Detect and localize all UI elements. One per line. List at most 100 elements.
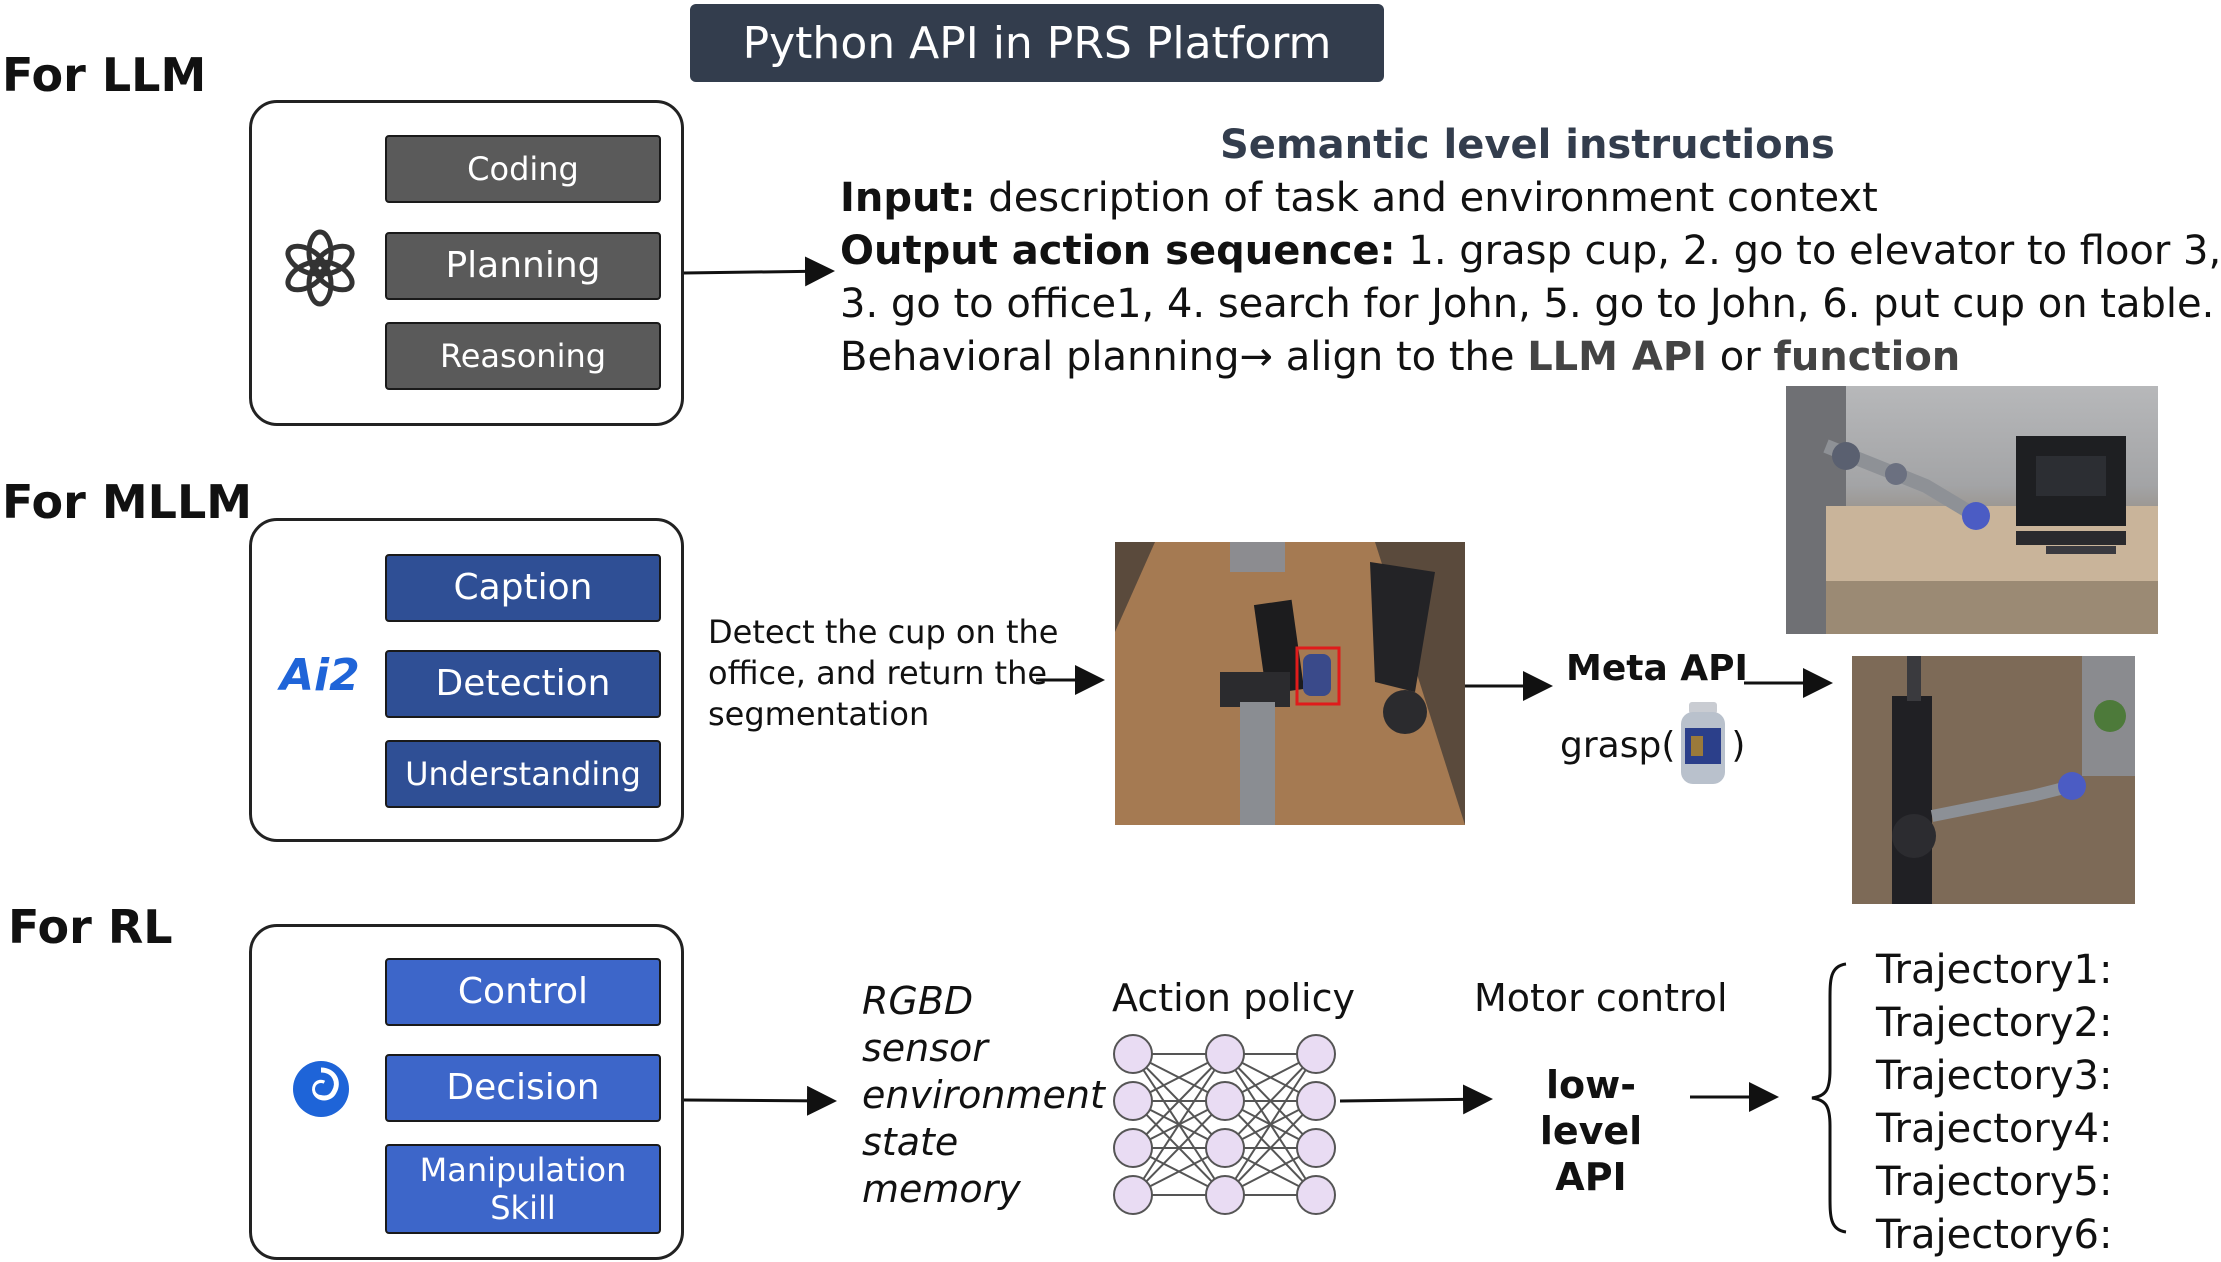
behavior-api: LLM API xyxy=(1527,334,1708,380)
network-node xyxy=(1296,1128,1336,1168)
section-label-rl: For RL xyxy=(8,900,173,954)
reasoning-button[interactable]: Reasoning xyxy=(385,322,661,390)
network-node xyxy=(1205,1081,1245,1121)
network-edge xyxy=(1224,1053,1317,1102)
network-node xyxy=(1296,1081,1336,1121)
meta-api-label: Meta API xyxy=(1566,648,1748,689)
network-edge xyxy=(1224,1100,1317,1196)
network-edge xyxy=(1132,1053,1226,1102)
behavior-function: function xyxy=(1773,334,1961,380)
network-edge xyxy=(1224,1100,1317,1149)
network-node xyxy=(1205,1128,1245,1168)
arrow-rl-to-inputs xyxy=(683,1085,837,1116)
trajectory-list: Trajectory1: Trajectory2: Trajectory3: T… xyxy=(1876,944,2112,1262)
action-policy-label: Action policy xyxy=(1112,976,1355,1020)
understanding-button[interactable]: Understanding xyxy=(385,740,661,808)
network-node xyxy=(1113,1034,1153,1074)
trajectory-item-6: Trajectory6: xyxy=(1876,1212,2113,1258)
rl-input-memory: memory xyxy=(862,1167,1021,1211)
cup-detection-photo xyxy=(1115,542,1465,825)
network-edge xyxy=(1224,1147,1317,1196)
semantic-heading: Semantic level instructions xyxy=(1220,122,1835,168)
trajectory-brace xyxy=(1811,962,1847,1234)
coding-button[interactable]: Coding xyxy=(385,135,661,203)
planning-button[interactable]: Planning xyxy=(385,232,661,300)
decision-button[interactable]: Decision xyxy=(385,1054,661,1122)
trajectory-item-4: Trajectory4: xyxy=(1876,1106,2113,1152)
section-label-llm: For LLM xyxy=(2,48,207,102)
network-node xyxy=(1113,1128,1153,1168)
behavior-prefix: Behavioral planning→ align to the xyxy=(840,334,1528,380)
network-edge xyxy=(1224,1053,1317,1196)
arrow-llm-to-text xyxy=(683,256,835,287)
openai-logo-icon xyxy=(280,228,360,308)
trajectory-item-2: Trajectory2: xyxy=(1876,1000,2113,1046)
network-edge xyxy=(1132,1147,1226,1196)
network-node xyxy=(1296,1034,1336,1074)
network-edge xyxy=(1132,1100,1226,1196)
grasp-suffix: ) xyxy=(1731,724,1746,766)
network-edge xyxy=(1224,1100,1317,1149)
input-text: description of task and environment cont… xyxy=(975,175,1878,221)
network-edge xyxy=(1132,1100,1226,1149)
grasp-call: grasp( ) xyxy=(1560,700,1745,790)
arrow-policy-to-api xyxy=(1339,1084,1493,1115)
detect-line-1: Detect the cup on the xyxy=(708,613,1059,651)
robot-grasp-photo xyxy=(1852,656,2135,904)
network-edge xyxy=(1224,1147,1317,1196)
robot-desk-photo xyxy=(1786,386,2158,634)
network-edge xyxy=(1224,1053,1317,1149)
network-edge xyxy=(1132,1053,1226,1196)
detect-line-2: office, and return the xyxy=(708,654,1048,692)
behavior-line: Behavioral planning→ align to the LLM AP… xyxy=(840,334,1960,380)
network-edge xyxy=(1132,1053,1226,1196)
detect-line-3: segmentation xyxy=(708,695,930,733)
low-level-line-1: low-level xyxy=(1539,1063,1643,1153)
detect-instruction: Detect the cup on the office, and return… xyxy=(708,612,1058,735)
grasp-prefix: grasp( xyxy=(1560,724,1676,766)
network-edge xyxy=(1132,1147,1226,1196)
output-label: Output action sequence: xyxy=(840,228,1396,274)
rl-input-sensor: sensor xyxy=(862,1026,988,1070)
output-line-1: Output action sequence: 1. grasp cup, 2.… xyxy=(840,228,2221,274)
network-edge xyxy=(1224,1053,1317,1196)
rl-input-environment: environment xyxy=(862,1073,1105,1117)
output-text-1: 1. grasp cup, 2. go to elevator to floor… xyxy=(1395,228,2221,274)
network-node xyxy=(1296,1175,1336,1215)
network-node xyxy=(1113,1081,1153,1121)
network-edge xyxy=(1132,1100,1226,1196)
section-label-mllm: For MLLM xyxy=(2,475,253,529)
network-edge xyxy=(1132,1053,1226,1102)
network-edge xyxy=(1132,1100,1226,1149)
input-label: Input: xyxy=(840,175,976,221)
rl-input-rgbd: RGBD xyxy=(862,979,974,1023)
network-node xyxy=(1205,1175,1245,1215)
rl-input-state: state xyxy=(862,1120,959,1164)
low-level-api-label: low-level API xyxy=(1506,1062,1676,1200)
input-line: Input: description of task and environme… xyxy=(840,175,1878,221)
control-button[interactable]: Control xyxy=(385,958,661,1026)
cup-icon xyxy=(1675,700,1731,790)
network-edge xyxy=(1224,1053,1317,1102)
motor-control-label: Motor control xyxy=(1474,976,1728,1020)
detection-button[interactable]: Detection xyxy=(385,650,661,718)
trajectory-item-5: Trajectory5: xyxy=(1876,1159,2113,1205)
title-banner: Python API in PRS Platform xyxy=(690,4,1384,82)
ai2-logo-icon: Ai2 xyxy=(280,650,360,701)
trajectory-item-3: Trajectory3: xyxy=(1876,1053,2113,1099)
network-edge xyxy=(1132,1053,1226,1149)
trajectory-item-1: Trajectory1: xyxy=(1876,947,2113,993)
rl-input-list: RGBD sensor environment state memory xyxy=(862,978,1105,1213)
behavior-or: or xyxy=(1707,334,1774,380)
action-policy-network xyxy=(1113,1034,1336,1215)
network-node xyxy=(1113,1175,1153,1215)
network-edge xyxy=(1132,1053,1226,1149)
caption-button[interactable]: Caption xyxy=(385,554,661,622)
network-edge xyxy=(1224,1053,1317,1149)
output-line-2: 3. go to office1, 4. search for John, 5.… xyxy=(840,281,2215,327)
network-edge xyxy=(1224,1100,1317,1196)
rl-swirl-logo-icon xyxy=(290,1058,352,1120)
network-node xyxy=(1205,1034,1245,1074)
manipulation-skill-button[interactable]: Manipulation Skill xyxy=(385,1144,661,1234)
low-level-line-2: API xyxy=(1555,1155,1627,1199)
